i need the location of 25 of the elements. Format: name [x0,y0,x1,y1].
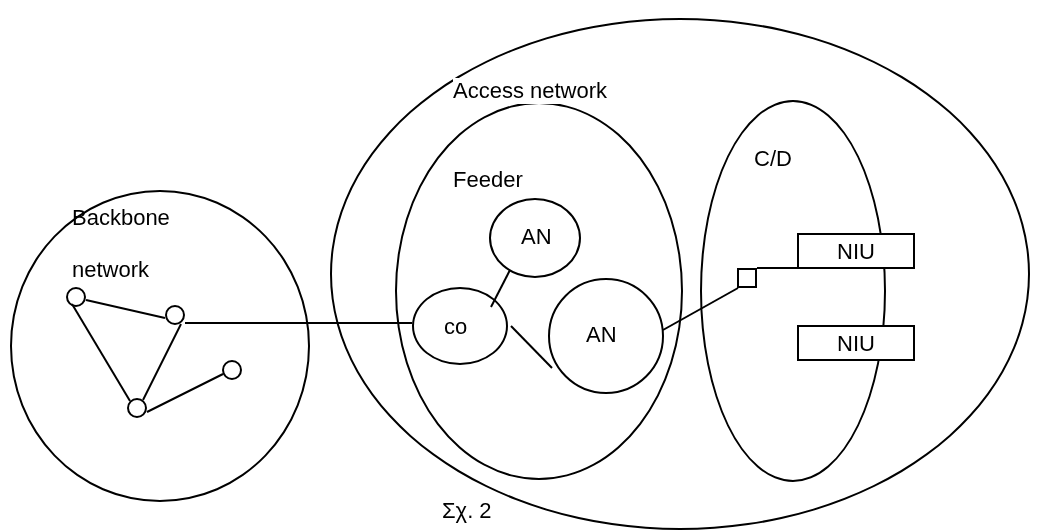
connector-line [71,303,131,402]
device-box [797,233,915,269]
region-label: Feeder [453,167,523,193]
connector-line [510,325,553,369]
node-circle [66,287,86,307]
connector-line [184,322,413,324]
node-label: NIU [837,331,875,357]
region-label: C/D [754,146,792,172]
connector-line [490,269,511,308]
node-label: co [444,314,468,340]
node-circle [222,360,242,380]
port-square [737,268,757,288]
node-label: AN [521,224,552,250]
node-circle [165,305,185,325]
connector-line [85,299,166,319]
connector-line [756,267,798,269]
region-label: Backbone network [72,204,171,284]
device-box [797,325,915,361]
node-label: AN [586,322,617,348]
region-label: Access network [453,78,608,104]
node-label: NIU [837,239,875,265]
node-circle [127,398,147,418]
connector-line [146,373,224,413]
connector-line [662,287,739,331]
connector-line [142,323,182,401]
